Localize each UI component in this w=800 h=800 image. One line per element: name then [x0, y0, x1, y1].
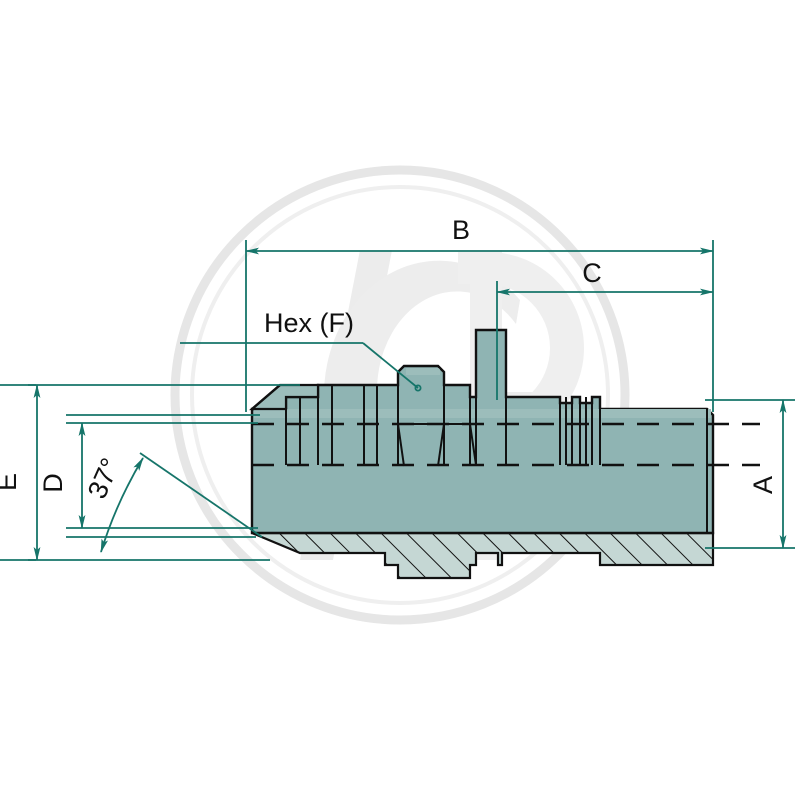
hexnut-highlight	[406, 368, 440, 375]
hex-leader-dot	[414, 384, 422, 392]
dim-label-a: A	[748, 476, 778, 494]
dimension-lines	[0, 240, 795, 561]
hex-leader-slant	[362, 342, 419, 389]
angle-arc-arrow	[100, 457, 144, 553]
fitting-body-outline	[250, 328, 715, 535]
hex-label: Hex (F)	[264, 308, 354, 338]
dim-label-e: E	[0, 473, 22, 491]
fitting-geometry	[249, 328, 760, 580]
angle-label-37deg: 37°	[82, 454, 126, 504]
body-highlight-strip	[254, 409, 711, 418]
hex-nut-edges	[397, 365, 477, 467]
dimension-labels: B C A E D 37° Hex (F)	[0, 215, 778, 503]
dim-label-b: B	[452, 215, 470, 245]
dim-label-c: C	[582, 258, 602, 288]
angle-leader-line	[139, 452, 263, 538]
dim-label-d: D	[38, 473, 68, 493]
section-cut-material	[251, 531, 715, 580]
